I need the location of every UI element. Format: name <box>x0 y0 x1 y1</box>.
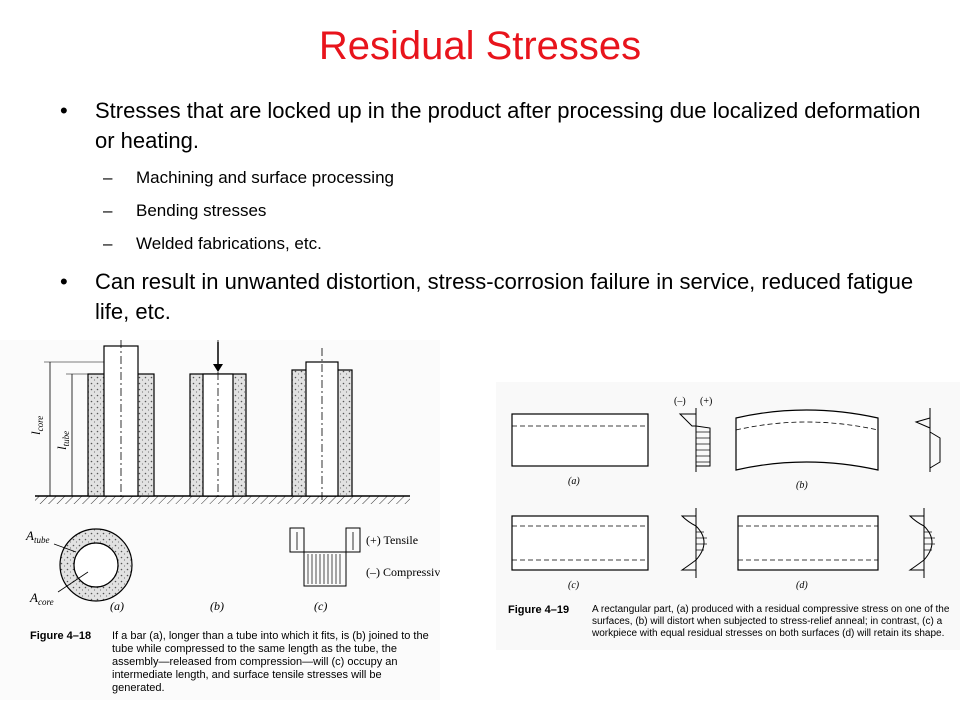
dim-tube-label: l <box>54 446 69 450</box>
panel-a-label: (a) <box>110 599 124 613</box>
tensile-label: (+) Tensile <box>366 533 418 547</box>
figure-4-19-caption: A rectangular part, (a) produced with a … <box>592 604 950 639</box>
dash-glyph: – <box>103 168 113 187</box>
sub-bullet-text: Machining and surface processing <box>136 168 394 187</box>
dash-glyph: – <box>103 201 113 220</box>
sub-bullet-text: Welded fabrications, etc. <box>136 234 322 253</box>
svg-text:ltube: ltube <box>54 431 71 450</box>
bullet-text: Stresses that are locked up in the produ… <box>95 98 921 153</box>
panel-a-label: (a) <box>568 476 580 487</box>
panel-d-label: (d) <box>796 580 808 591</box>
bullet-list: • Stresses that are locked up in the pro… <box>60 96 940 327</box>
area-tube-sub: tube <box>34 535 50 545</box>
svg-text:Atube: Atube <box>25 528 49 545</box>
figure-4-19: (–) (+) (a) (b) (c) <box>496 382 960 650</box>
dim-core-label: l <box>28 431 43 435</box>
bullet-item: • Can result in unwanted distortion, str… <box>60 267 940 327</box>
plus-label: (+) <box>700 396 712 407</box>
panel-b-label: (b) <box>210 599 224 613</box>
sub-bullet-list: – Machining and surface processing – Ben… <box>103 168 940 254</box>
compressive-label: (–) Compressive <box>366 565 440 579</box>
figure-4-19-label: Figure 4–19 <box>508 604 570 616</box>
svg-text:lcore: lcore <box>28 416 45 435</box>
dash-glyph: – <box>103 234 113 253</box>
minus-label: (–) <box>674 396 686 407</box>
sub-bullet-item: – Welded fabrications, etc. <box>103 234 940 254</box>
svg-text:Acore: Acore <box>29 590 54 607</box>
bullet-glyph: • <box>60 98 68 123</box>
panel-b-label: (b) <box>796 480 808 491</box>
dim-core-sub: core <box>35 416 45 432</box>
bullet-glyph: • <box>60 269 68 294</box>
area-core-label: A <box>29 590 38 605</box>
panel-c-label: (c) <box>568 580 580 591</box>
bullet-item: • Stresses that are locked up in the pro… <box>60 96 940 156</box>
area-tube-label: A <box>25 528 34 543</box>
area-core-sub: core <box>38 597 54 607</box>
sub-bullet-item: – Bending stresses <box>103 201 940 221</box>
panel-c-label: (c) <box>314 599 327 613</box>
dim-tube-sub: tube <box>61 431 71 447</box>
bullet-text: Can result in unwanted distortion, stres… <box>95 269 914 324</box>
figure-4-18-caption: If a bar (a), longer than a tube into wh… <box>112 630 429 694</box>
figure-4-18-label: Figure 4–18 <box>30 630 92 642</box>
sub-bullet-item: – Machining and surface processing <box>103 168 940 188</box>
figure-4-18: lcore ltube Atube Acore <box>0 340 446 700</box>
figure-4-19-drawing: (–) (+) (a) (b) (c) <box>511 396 941 591</box>
slide-title: Residual Stresses <box>318 24 642 68</box>
figure-4-18-drawing: lcore ltube Atube Acore <box>25 340 446 613</box>
sub-bullet-text: Bending stresses <box>136 201 267 220</box>
